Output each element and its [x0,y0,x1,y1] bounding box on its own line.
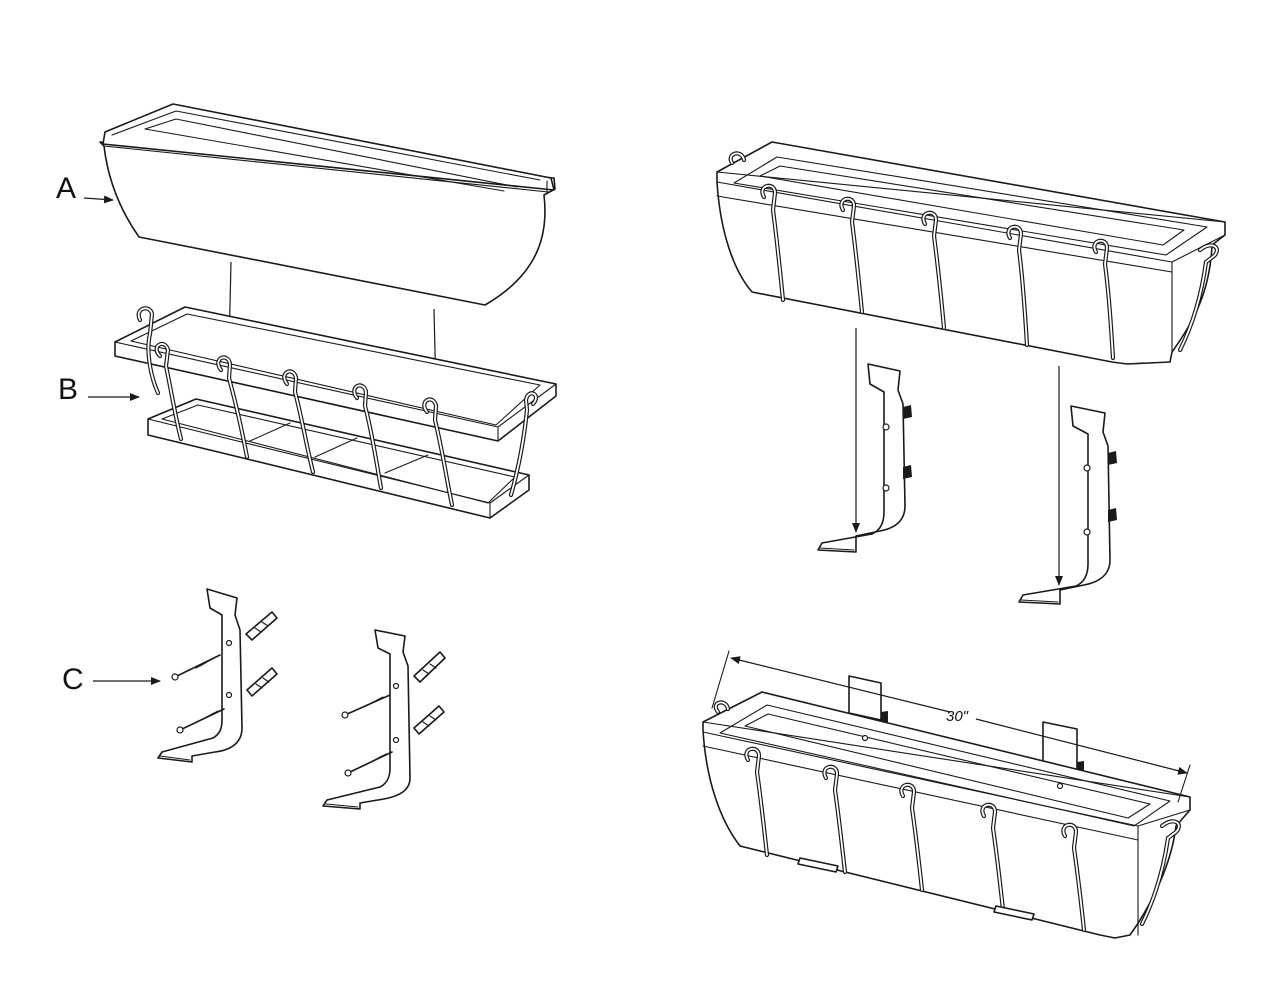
screws-right [341,651,446,777]
wall-bracket-left [157,588,243,763]
wall-bracket-mounted-right [1018,405,1117,605]
dimension-length: 30" [711,650,1191,803]
dimension-label: 30" [946,708,969,725]
assembled-planter-top [716,141,1226,365]
label-c-group: C [62,663,161,696]
screws-left [171,611,278,734]
wall-bracket-right [322,629,411,810]
hanging-frame-b [114,306,557,519]
label-a: A [56,172,76,205]
installed-planter [702,675,1191,939]
label-c: C [62,663,84,696]
label-b-group: B [58,373,140,406]
label-a-group: A [56,172,114,205]
wall-bracket-mounted-left [817,363,912,553]
label-b: B [58,373,78,406]
planter-liner-a [99,103,556,306]
